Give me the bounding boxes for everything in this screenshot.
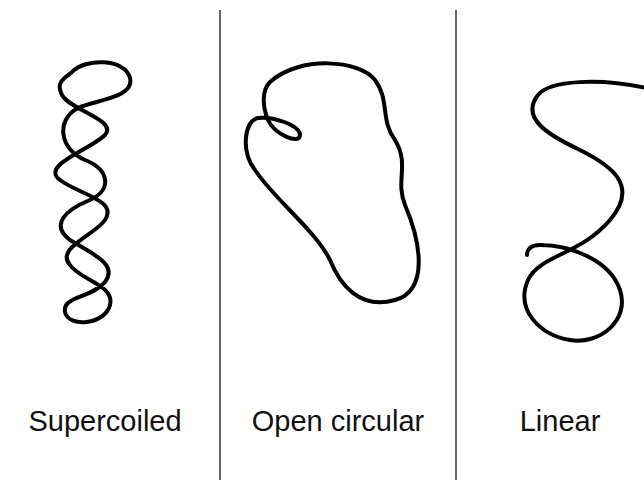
- form-label: Linear: [520, 404, 601, 439]
- form-label: Open circular: [252, 404, 424, 439]
- supercoiled-dna: [55, 62, 130, 322]
- linear-dna: [524, 82, 644, 341]
- panel-divider: [219, 10, 221, 480]
- open-circular-dna: [246, 63, 419, 302]
- form-label: Supercoiled: [28, 404, 181, 439]
- panel-divider: [455, 10, 457, 480]
